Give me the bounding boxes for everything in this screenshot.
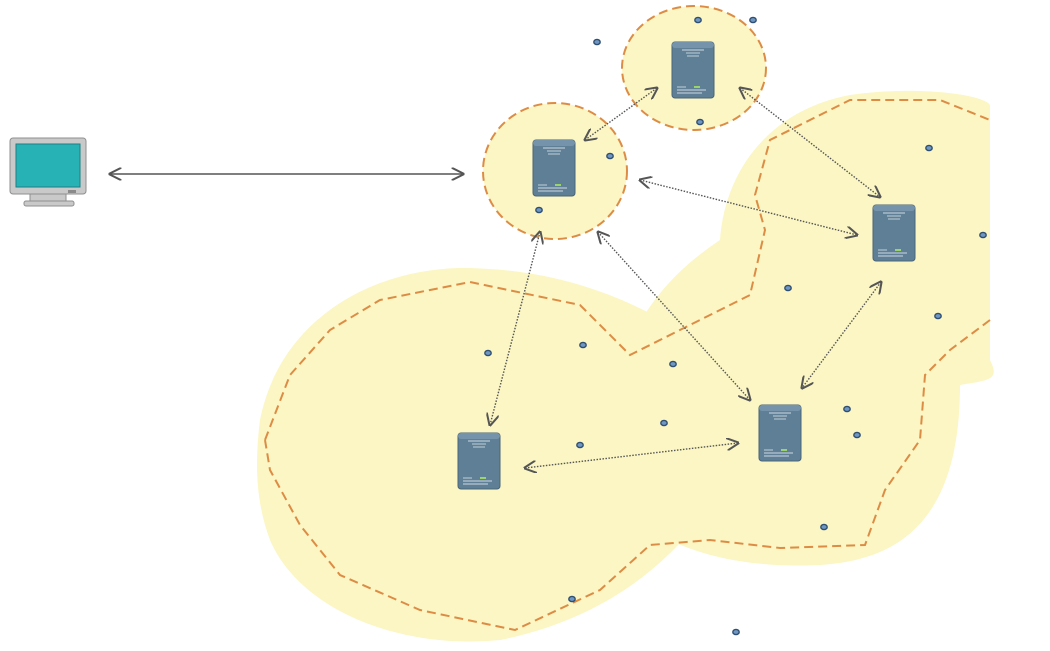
sensor-node-icon bbox=[660, 419, 668, 427]
sensor-node-icon bbox=[732, 628, 740, 636]
link-right-to-lower-middle bbox=[802, 282, 881, 388]
controller-top-shade bbox=[533, 140, 575, 146]
sensor-node-icon bbox=[606, 152, 614, 160]
controller-top-shade bbox=[873, 205, 915, 211]
sensor-node-icon bbox=[784, 284, 792, 292]
sensor-node-icon bbox=[576, 441, 584, 449]
controller-top-shade bbox=[458, 433, 500, 439]
sensor-node-icon bbox=[853, 431, 861, 439]
sensor-node-icon bbox=[694, 16, 702, 24]
link-upper-left-to-right bbox=[640, 180, 857, 235]
sensor-node-icon bbox=[696, 118, 704, 126]
controller-device-icon bbox=[457, 432, 501, 490]
sensor-node-icon bbox=[535, 206, 543, 214]
sensor-node-icon bbox=[749, 16, 757, 24]
controller-device-icon bbox=[532, 139, 576, 197]
sensor-node-icon bbox=[593, 38, 601, 46]
sensor-node-icon bbox=[934, 312, 942, 320]
controllers bbox=[457, 41, 916, 490]
controller-device-icon bbox=[872, 204, 916, 262]
controller-led bbox=[555, 184, 561, 186]
sensor-node-icon bbox=[669, 360, 677, 368]
controller-led bbox=[895, 249, 901, 251]
sensor-node-icon bbox=[568, 595, 576, 603]
sensor-node-icon bbox=[843, 405, 851, 413]
controller-led bbox=[694, 86, 700, 88]
sensor-node-icon bbox=[820, 523, 828, 531]
controller-led bbox=[781, 449, 787, 451]
sensor-node-icon bbox=[484, 349, 492, 357]
controller-led bbox=[480, 477, 486, 479]
controller-device-icon bbox=[758, 404, 802, 462]
coverage-boundary-upper-left bbox=[482, 102, 628, 240]
sensor-node-icon bbox=[925, 144, 933, 152]
sensor-node-icon bbox=[979, 231, 987, 239]
link-upper-left-to-lower-left bbox=[490, 232, 540, 425]
links bbox=[110, 88, 881, 468]
controller-top-shade bbox=[672, 42, 714, 48]
controller-device-icon bbox=[671, 41, 715, 99]
sensor-node-icon bbox=[579, 341, 587, 349]
sensors bbox=[484, 16, 987, 636]
controller-top-shade bbox=[759, 405, 801, 411]
coverage-zones bbox=[257, 6, 994, 642]
monitor-icon bbox=[9, 137, 87, 207]
coverage-boundary-top bbox=[621, 5, 767, 131]
